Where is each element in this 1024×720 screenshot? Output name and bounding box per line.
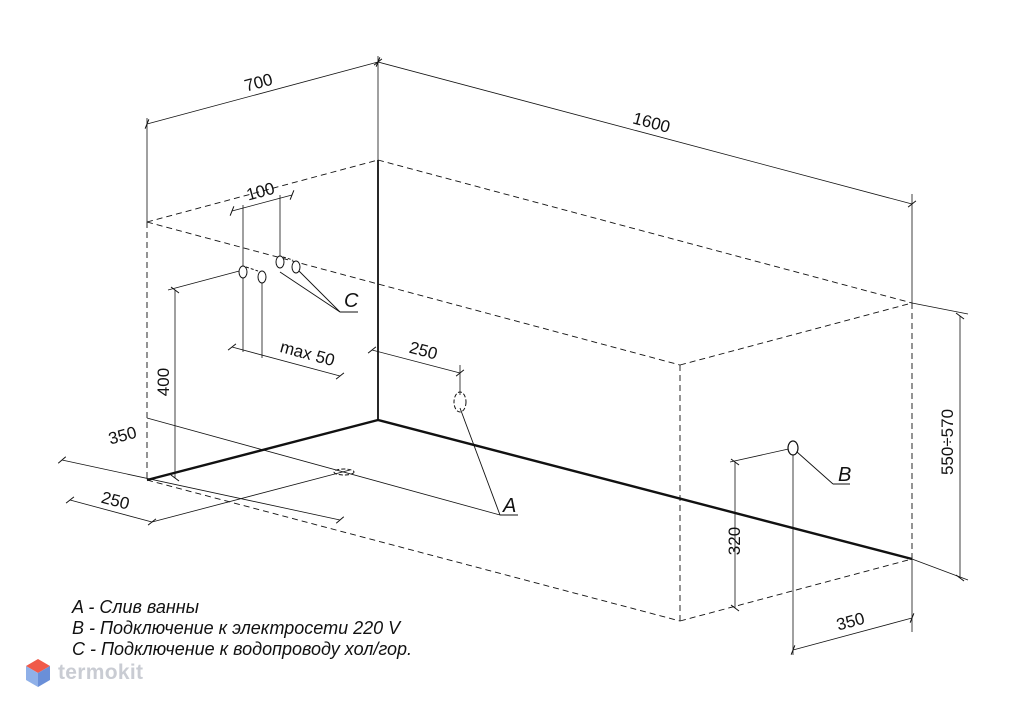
callout-b: B: [838, 464, 851, 486]
dim-350-right-label: 350: [834, 609, 866, 635]
pipe-connection-c2: [257, 270, 267, 284]
callout-a: A: [502, 495, 516, 517]
cube-logo-icon: [26, 659, 50, 687]
dim-max50-label: max 50: [278, 337, 337, 370]
box-dashed-edges: [146, 159, 913, 622]
dim-550-570-label: 550÷570: [938, 409, 957, 475]
drain-pipe-floor: [333, 468, 355, 476]
dim-1600-label: 1600: [631, 109, 672, 137]
wall-edges: [146, 160, 913, 561]
legend-item-c: C - Подключение к водопроводу хол/гор.: [72, 639, 413, 659]
legend-item-a: A - Слив ванны: [72, 597, 199, 617]
drain-point-a: [453, 391, 467, 413]
dim-250-left-label: 250: [99, 488, 131, 514]
pipe-connection-c4: [291, 260, 301, 274]
dim-700-label: 700: [242, 70, 274, 96]
dim-350-left-label: 350: [106, 423, 138, 449]
brand-watermark: termokit: [24, 657, 143, 689]
legend-item-b: B - Подключение к электросети 220 V: [72, 618, 401, 638]
dim-250-drain-label: 250: [407, 338, 439, 364]
legend: A - Слив ванны B - Подключение к электро…: [72, 597, 412, 660]
pipe-connection-c3: [275, 255, 285, 269]
dimension-lines: [57, 56, 969, 655]
leader-lines: [279, 267, 850, 516]
water-pipe-connections: [238, 255, 301, 284]
socket-point-b: [787, 440, 799, 456]
dim-400-label: 400: [154, 368, 173, 396]
callout-c: C: [344, 290, 359, 312]
dim-320-label: 320: [725, 527, 744, 555]
pipe-connection-c1: [238, 265, 248, 279]
brand-name: termokit: [58, 661, 144, 684]
